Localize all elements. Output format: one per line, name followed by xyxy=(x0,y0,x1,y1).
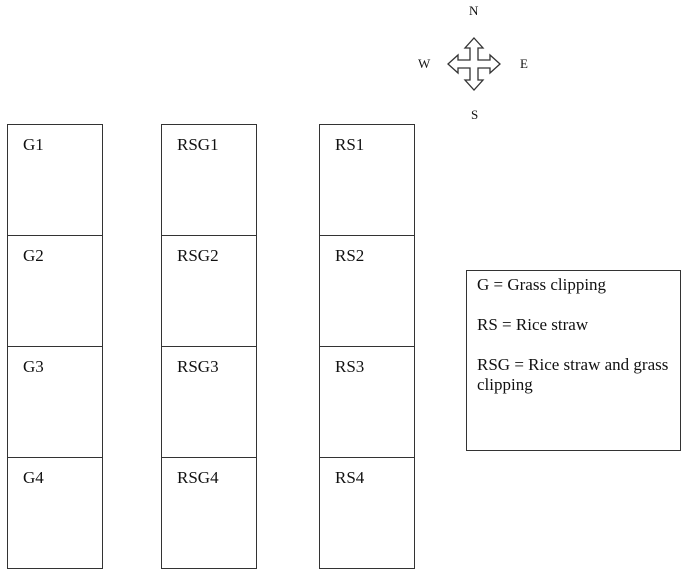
plot-cell: G1 xyxy=(7,124,103,236)
plot-cell: RSG2 xyxy=(161,235,257,347)
plot-label: RSG3 xyxy=(177,357,219,376)
plot-column-rice-straw-grass: RSG1 RSG2 RSG3 RSG4 xyxy=(161,124,257,569)
plot-cell: RS2 xyxy=(319,235,415,347)
legend-item: G = Grass clipping xyxy=(477,275,607,294)
legend-box: G = Grass clipping RS = Rice straw RSG =… xyxy=(466,270,681,451)
plot-label: RS4 xyxy=(335,468,365,487)
compass-east-label: E xyxy=(520,56,528,71)
four-way-arrow-icon xyxy=(447,37,501,91)
plot-label: RS2 xyxy=(335,246,365,265)
plot-cell: G3 xyxy=(7,346,103,458)
plot-label: RSG4 xyxy=(177,468,219,487)
legend-item: RS = Rice straw xyxy=(477,315,589,334)
compass-west-label: W xyxy=(418,56,431,71)
legend-item: RSG = Rice straw and grass clipping xyxy=(477,355,669,394)
plot-cell: RSG4 xyxy=(161,457,257,569)
plot-column-grass: G1 G2 G3 G4 xyxy=(7,124,103,569)
plot-cell: RSG1 xyxy=(161,124,257,236)
plot-label: G2 xyxy=(23,246,44,265)
plot-label: RS1 xyxy=(335,135,365,154)
plot-label: G1 xyxy=(23,135,44,154)
plot-cell: RS3 xyxy=(319,346,415,458)
compass-rose: N W E S xyxy=(410,0,540,125)
plot-cell: RS4 xyxy=(319,457,415,569)
plot-cell: RSG3 xyxy=(161,346,257,458)
plot-column-rice-straw: RS1 RS2 RS3 RS4 xyxy=(319,124,415,569)
plot-cell: RS1 xyxy=(319,124,415,236)
plot-label: G4 xyxy=(23,468,44,487)
plot-label: G3 xyxy=(23,357,44,376)
plot-label: RS3 xyxy=(335,357,365,376)
plot-label: RSG2 xyxy=(177,246,219,265)
plot-label: RSG1 xyxy=(177,135,219,154)
plot-cell: G2 xyxy=(7,235,103,347)
compass-south-label: S xyxy=(471,107,479,122)
plot-cell: G4 xyxy=(7,457,103,569)
compass-north-label: N xyxy=(469,3,479,18)
